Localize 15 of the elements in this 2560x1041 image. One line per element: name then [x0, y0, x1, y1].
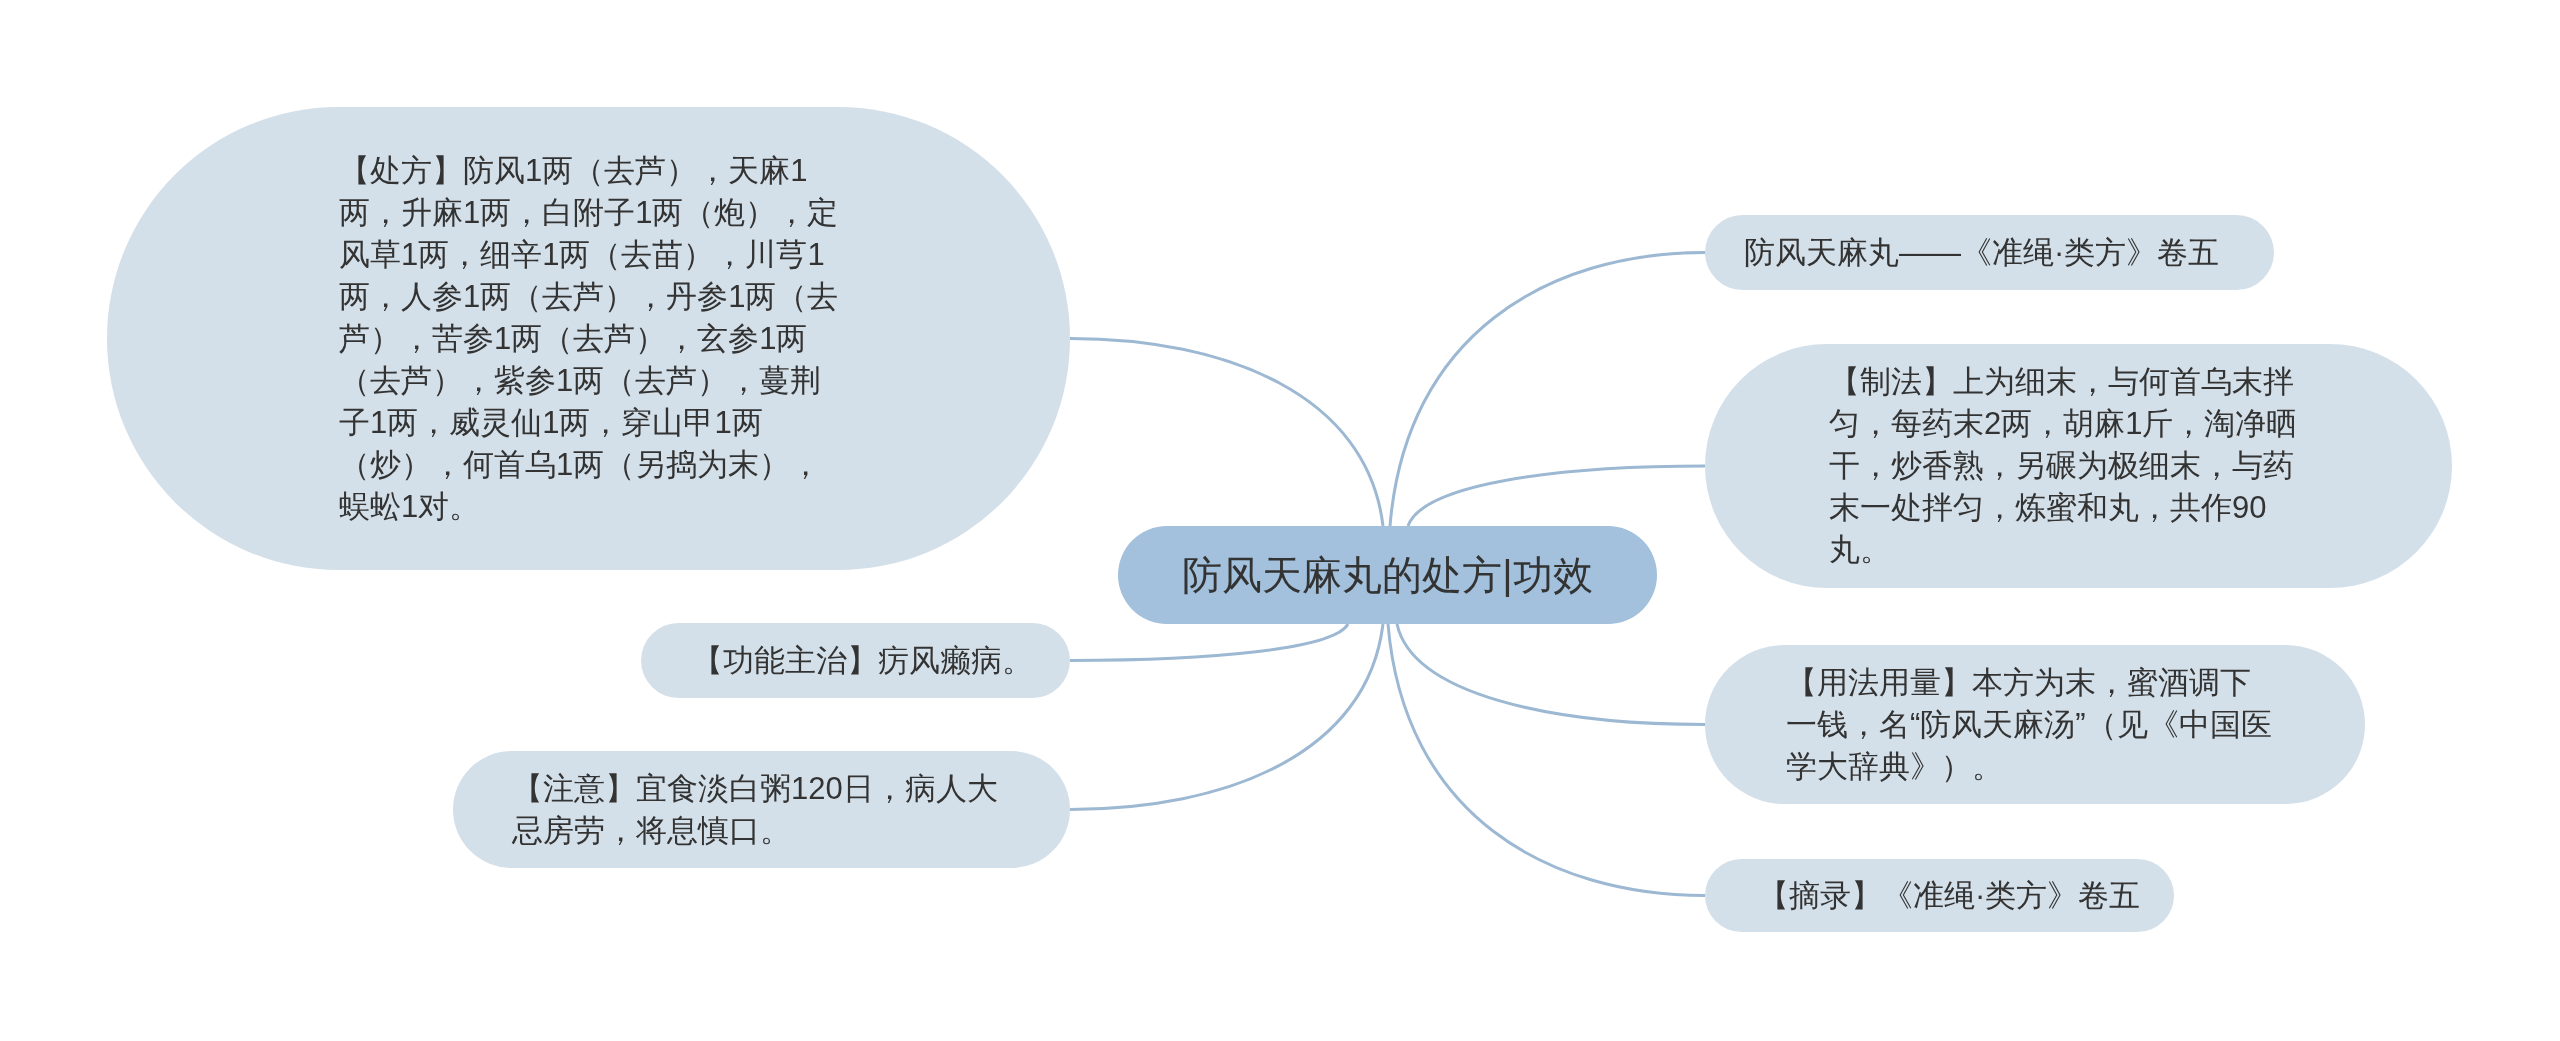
- topic-text: 【功能主治】疠风癞病。: [692, 641, 1034, 680]
- topic-text: 【处方】防风1两（去芦），天麻1两，升麻1两，白附子1两（炮），定风草1两，细辛1两（去苗），川芎1两，人参1两（去芦），丹参1两（去芦），苦参1两（去芦），玄参1两（去芦），紫参1两（去芦），蔓荆子1两，威灵仙1两，穿山甲1两（炒），何首乌1两（另捣为末），蜈蚣1对。: [339, 151, 839, 526]
- connector-line: [1069, 623, 1385, 811]
- topic-text: 【注意】宜食淡白粥120日，病人大忌房劳，将息慎口。: [512, 769, 999, 850]
- connector-line: [1395, 623, 1706, 726]
- connector-line: [1386, 623, 1706, 897]
- connector-line: [1070, 622, 1350, 662]
- topic-text: 防风天麻丸的处方|功效: [1182, 554, 1593, 596]
- topic-text: 【摘录】《准绳·类方》卷五: [1758, 876, 2142, 915]
- connector-line: [1388, 251, 1706, 527]
- topic-text: 防风天麻丸——《准绳·类方》卷五: [1744, 233, 2221, 272]
- connector-line: [1069, 337, 1385, 527]
- topic-text: 【用法用量】本方为末，蜜酒调下一钱，名“防风天麻汤”（见《中国医学大辞典》）。: [1786, 663, 2273, 786]
- topic-text: 【制法】上为细末，与何首乌末拌匀，每药末2两，胡麻1斤，淘净晒干，炒香熟，另碾为极细末，与药末一处拌匀，炼蜜和丸，共作90丸。: [1829, 363, 2299, 569]
- connector-line: [1406, 464, 1705, 527]
